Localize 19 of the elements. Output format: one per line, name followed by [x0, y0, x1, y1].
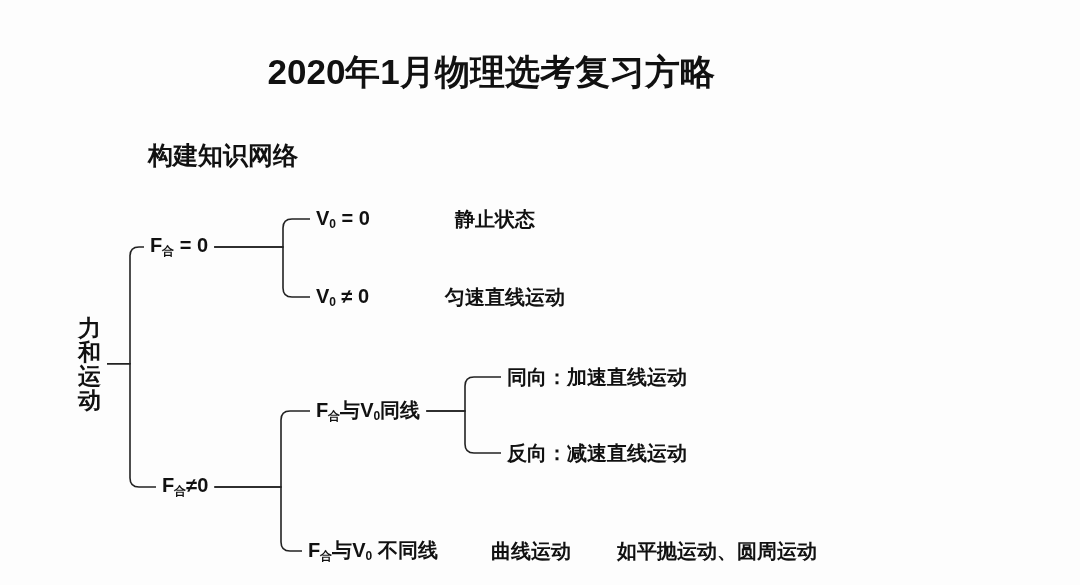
- brace-line: [106, 362, 157, 488]
- branch-label: 反向：减速直线运动: [501, 437, 693, 469]
- branch-label: V$_{0}$ = 0: [310, 205, 376, 233]
- title: 2020年1月物理选考复习方略: [267, 50, 715, 93]
- topic-label: 力和运动: [72, 313, 107, 415]
- brace-line: [213, 246, 311, 298]
- result-text: 曲线运动: [491, 538, 571, 564]
- branch-label: 同向：加速直线运动: [501, 361, 693, 393]
- branch-label: F$_{合}$与V$_{0}$ 不同线: [302, 535, 444, 567]
- branch-label: F$_{合}$ = 0: [144, 232, 215, 262]
- branch-label: F$_{合}$与V$_{0}$同线: [310, 395, 427, 427]
- result-text: 静止状态: [455, 206, 535, 232]
- branch-label: V$_{0}$ ≠ 0: [310, 283, 376, 311]
- result-text: 如平抛运动、圆周运动: [617, 538, 817, 564]
- brace-line: [213, 486, 303, 552]
- branch-label: F$_{合}$≠0: [156, 472, 215, 502]
- section-heading: 构建知识网络: [148, 139, 298, 171]
- result-text: 匀速直线运动: [445, 284, 565, 310]
- brace-line: [425, 410, 502, 454]
